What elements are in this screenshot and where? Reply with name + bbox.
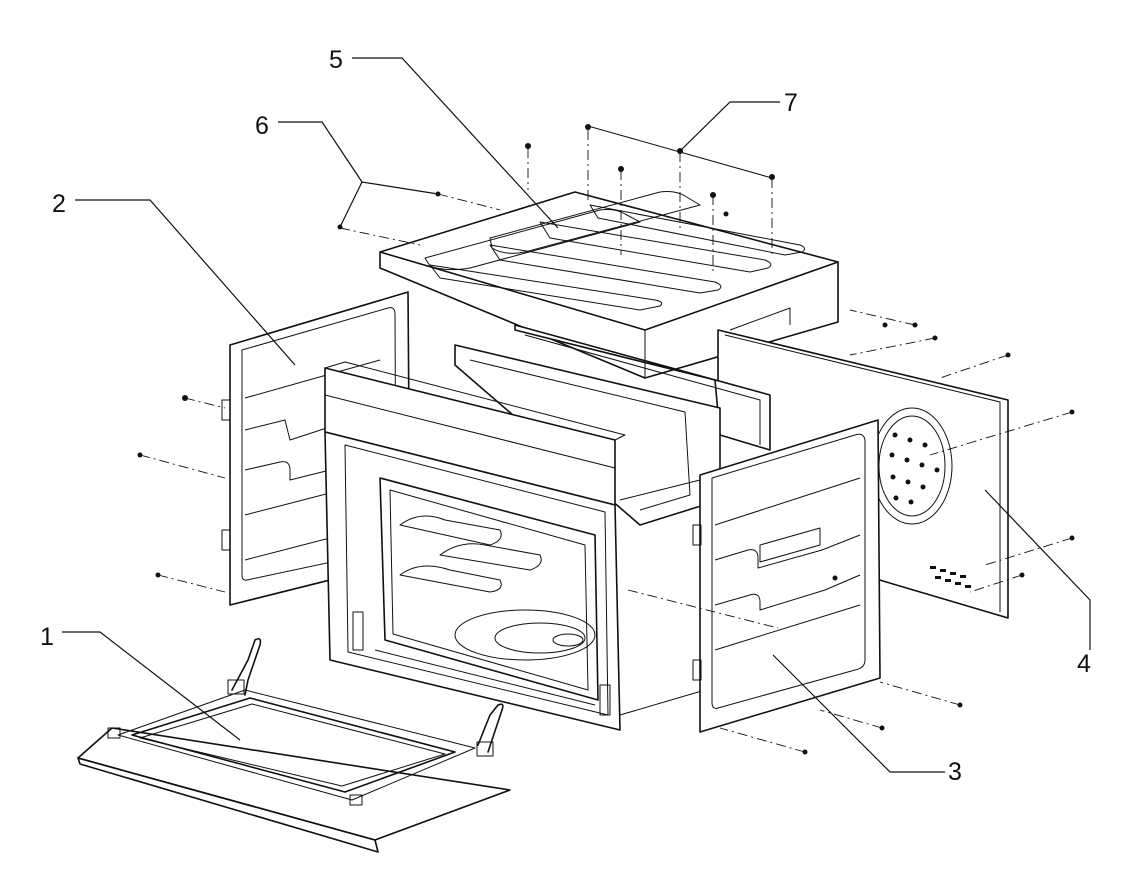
callout-6: 6	[255, 112, 439, 228]
callout-label-6: 6	[255, 112, 269, 140]
callout-label-7: 7	[784, 89, 798, 117]
callout-1: 1	[40, 623, 241, 741]
callout-5: 5	[329, 46, 559, 229]
door-part	[77, 638, 511, 853]
callout-3: 3	[772, 654, 962, 786]
fasteners	[137, 124, 1075, 755]
oven-cavity-frame	[324, 361, 706, 731]
slot-vents	[930, 566, 971, 588]
vent-holes	[889, 432, 940, 505]
callout-label-2: 2	[52, 190, 66, 218]
callout-4: 4	[984, 489, 1091, 678]
callout-label-5: 5	[329, 46, 343, 74]
callout-label-1: 1	[40, 623, 54, 651]
callout-2: 2	[52, 190, 296, 366]
callout-label-4: 4	[1077, 650, 1091, 678]
callout-label-3: 3	[948, 758, 962, 786]
right-front-side-panel-part	[692, 419, 881, 733]
callout-7: 7	[679, 89, 798, 152]
